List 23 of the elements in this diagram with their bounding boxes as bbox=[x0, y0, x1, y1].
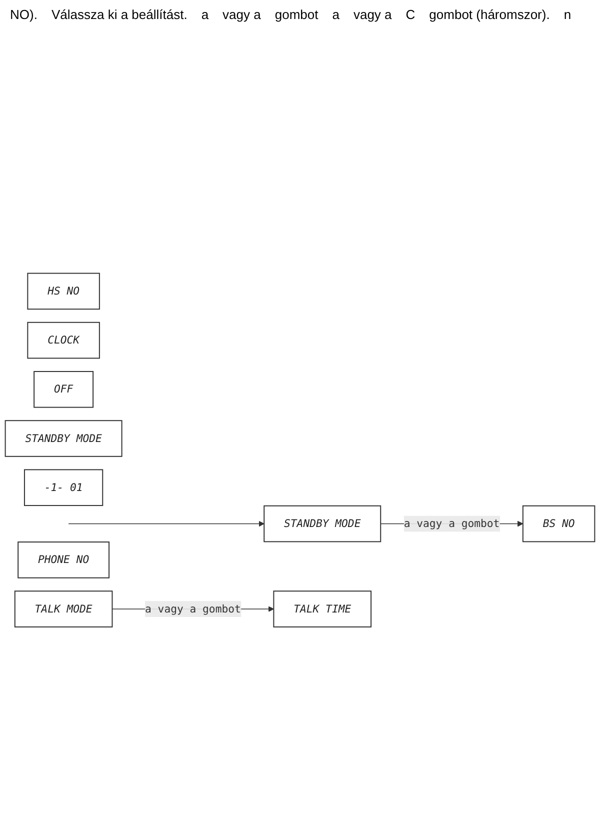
note-text: vagy a bbox=[352, 6, 393, 23]
node-box: PHONE NO bbox=[18, 541, 110, 578]
note-text: Válassza ki a beállítást. bbox=[50, 6, 188, 23]
arrow bbox=[68, 520, 264, 527]
node-box: HS NO bbox=[27, 272, 100, 310]
node-box: TALK TIME bbox=[273, 590, 372, 628]
node-box: BS NO bbox=[522, 505, 596, 542]
node-box: TALK MODE bbox=[14, 590, 113, 628]
node-box: STANDBY MODE bbox=[4, 420, 122, 457]
edge-label: a vagy a gombot bbox=[404, 517, 500, 530]
node-box: OFF bbox=[34, 370, 94, 408]
note-text: NO). bbox=[9, 6, 38, 23]
node-box: CLOCK bbox=[27, 322, 100, 359]
note-text: n bbox=[562, 6, 572, 23]
note-text: gombot bbox=[274, 6, 320, 23]
note-text: gombot (háromszor). bbox=[428, 6, 551, 23]
node-box: -1- 01 bbox=[24, 469, 104, 506]
edge-label: a vagy a gombot bbox=[145, 602, 241, 615]
note-text: a bbox=[331, 6, 340, 23]
note-text: vagy a bbox=[222, 6, 262, 23]
note-text: C bbox=[404, 6, 416, 23]
node-box: STANDBY MODE bbox=[264, 505, 382, 542]
note-text: a bbox=[200, 6, 210, 23]
